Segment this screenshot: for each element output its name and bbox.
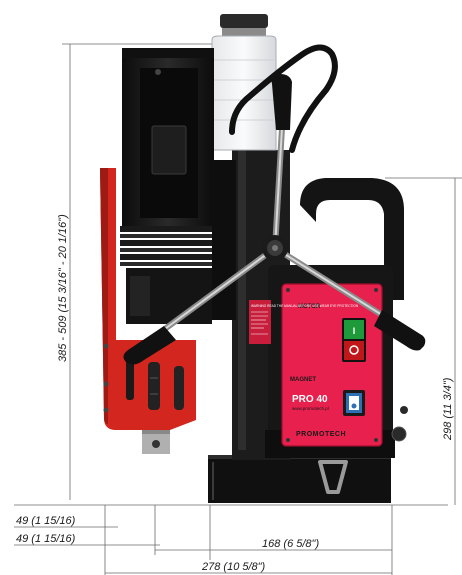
model-name: PRO 40 xyxy=(292,394,328,405)
switch-on-label: I xyxy=(353,326,356,336)
body-height-label: 298 (11 3/4") xyxy=(442,377,454,441)
handle-grip-top[interactable] xyxy=(271,74,292,130)
handle-grip-left[interactable] xyxy=(123,326,176,365)
control-panel: MOTOR I MAGNET PRO 40 www.promotech.pl P… xyxy=(281,283,383,447)
offset-bottom-label: 49 (1 15/16) xyxy=(16,533,76,545)
offset-top-label: 49 (1 15/16) xyxy=(16,515,76,527)
handle-grip-right[interactable] xyxy=(374,310,426,351)
motor-label: MOTOR xyxy=(298,304,321,310)
feed-handles xyxy=(123,74,426,365)
coolant-bottle xyxy=(211,14,277,151)
arbor-guard xyxy=(100,168,196,430)
warning-sticker: WARNING READ THE MANUAL BEFORE USE WEAR … xyxy=(249,300,359,344)
website-label: www.promotech.pl xyxy=(292,406,329,411)
coolant-hose xyxy=(229,44,338,153)
switch-off-icon xyxy=(349,345,359,355)
carry-handle xyxy=(300,178,404,300)
arbor xyxy=(142,430,170,454)
warning-text: WARNING READ THE MANUAL BEFORE USE WEAR … xyxy=(251,304,359,308)
base-width-label: 168 (6 5/8") xyxy=(262,538,319,550)
height-range-label: 385 - 509 (15 3/16" - 20 1/16") xyxy=(57,214,69,362)
brand-label: PROMOTECH xyxy=(296,431,346,438)
overall-width-label: 278 (10 5/8") xyxy=(201,561,266,573)
magnet-label: MAGNET xyxy=(290,377,316,383)
magnetic-base xyxy=(208,455,391,503)
dimension-lines xyxy=(14,43,462,575)
